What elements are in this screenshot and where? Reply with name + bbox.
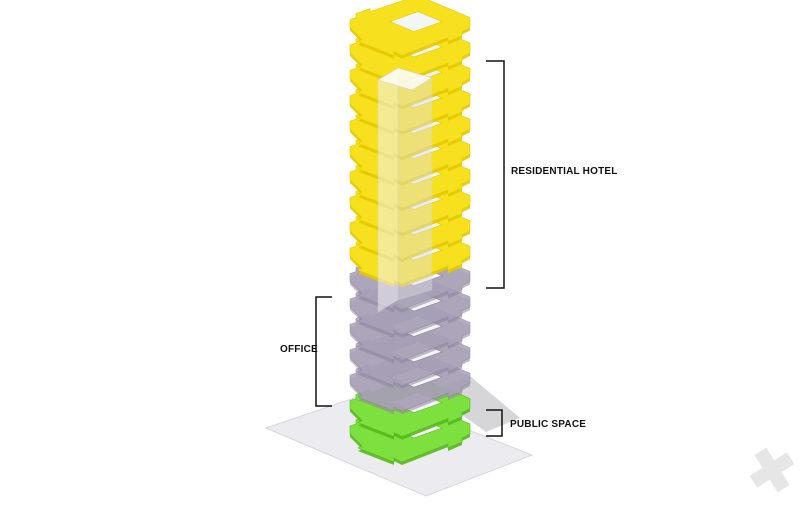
office-label: OFFICE: [280, 344, 318, 355]
residential-bracket: [486, 60, 505, 289]
core-opening: [389, 11, 443, 32]
plus-watermark-icon: [749, 447, 795, 493]
public-space-label: PUBLIC SPACE: [510, 419, 586, 430]
office-bracket: [315, 296, 332, 407]
public-space-bracket: [486, 409, 503, 437]
building-core: [377, 67, 433, 313]
residential-hotel-label: RESIDENTIAL HOTEL: [511, 166, 618, 177]
floor-stack: [349, 0, 471, 465]
